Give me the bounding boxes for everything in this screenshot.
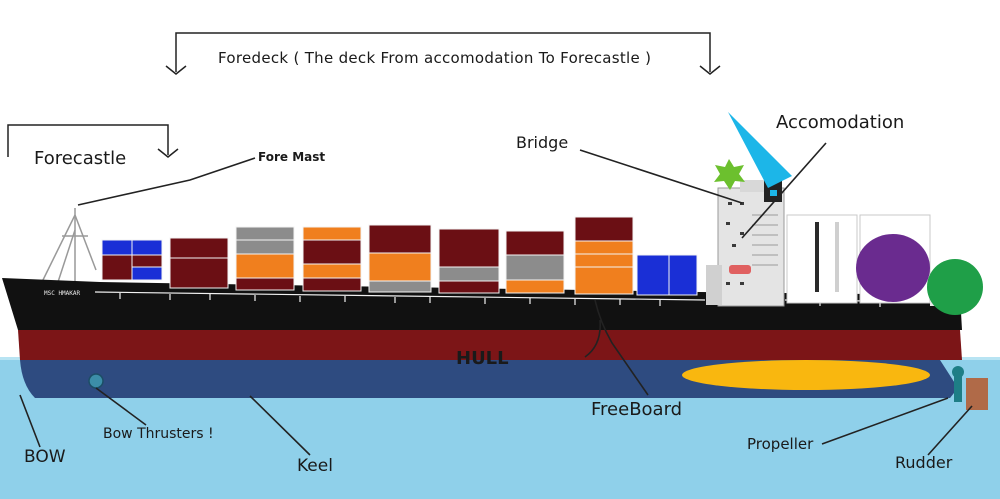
bow-thrusters-label: Bow Thrusters ! (103, 426, 214, 442)
ship-name: MSC HMAKAR (44, 290, 81, 297)
propeller-label: Propeller (747, 435, 814, 453)
green-marker (927, 259, 983, 315)
bow-thrusters-leader (95, 387, 147, 426)
fore-mast-leader (77, 157, 256, 206)
foredeck-bracket-arrow-right (699, 65, 721, 75)
bridge-label: Bridge (516, 133, 569, 152)
bridge-leader (579, 149, 743, 204)
bow-leader (19, 394, 41, 448)
accommodation-marker-triangle (728, 112, 792, 188)
container-stack (101, 216, 698, 296)
keel-label: Keel (297, 456, 333, 476)
foredeck-bracket-arrow-left (165, 65, 187, 75)
engine-room-marker (682, 360, 930, 390)
rudder-leader (927, 405, 973, 456)
propeller (952, 366, 964, 402)
bridge-marker-star (714, 159, 745, 190)
freeboard-label: FreeBoard (591, 399, 683, 420)
purple-marker (856, 234, 930, 302)
fore-mast-label: Fore Mast (258, 150, 326, 164)
leader-lines (19, 142, 973, 456)
forecastle-bracket-arrow (157, 148, 179, 158)
freeboard-leader (584, 299, 649, 396)
rudder-label: Rudder (895, 453, 953, 472)
bow-thruster (88, 373, 104, 389)
foredeck-label: Foredeck ( The deck From accomodation To… (218, 49, 652, 67)
accomodation-leader (741, 142, 827, 239)
propeller-leader (821, 397, 949, 445)
hull-label: HULL (456, 348, 509, 369)
hull-red-band (18, 330, 962, 360)
fore-mast (41, 208, 97, 283)
accomodation-label: Accomodation (776, 112, 905, 133)
forecastle-bracket (7, 124, 169, 157)
hull-black-band (2, 278, 962, 330)
forecastle-label: Forecastle (34, 148, 127, 169)
rudder (966, 378, 988, 410)
keel-leader (249, 395, 311, 456)
bow-label: BOW (24, 447, 66, 467)
foredeck-bracket (175, 32, 711, 72)
